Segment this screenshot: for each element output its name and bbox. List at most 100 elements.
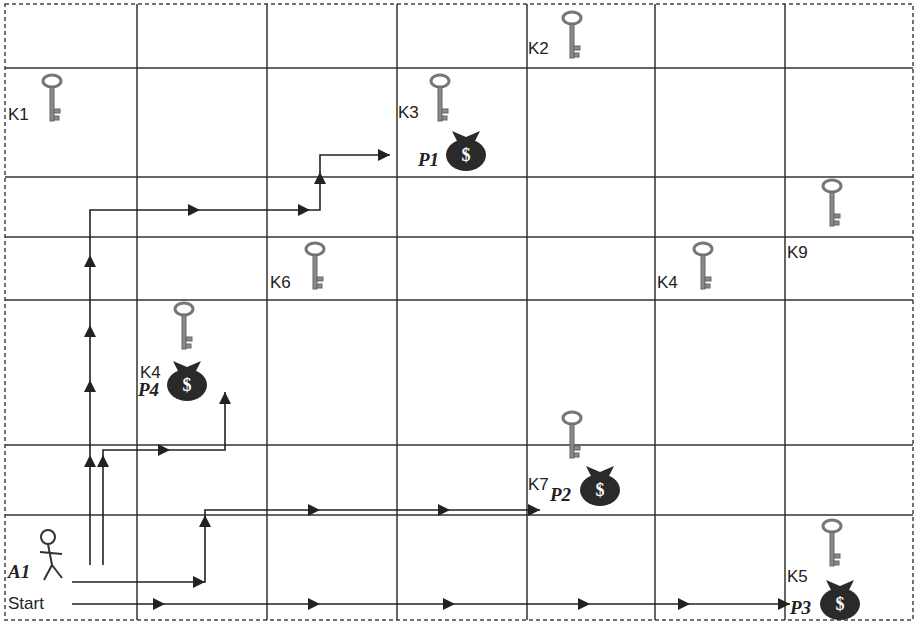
key-icon — [175, 303, 193, 349]
key-tooth — [705, 277, 711, 281]
person-head — [41, 530, 55, 544]
arrowhead — [308, 504, 320, 516]
key-icon — [823, 520, 841, 566]
bag-body — [167, 369, 207, 401]
key-shaft — [50, 87, 54, 121]
arrowhead — [158, 444, 170, 456]
key-tooth — [834, 554, 840, 558]
bag-body — [820, 588, 860, 620]
key-label: K5 — [787, 568, 808, 585]
key-shaft — [570, 24, 574, 58]
key-tooth — [574, 453, 579, 457]
key-handle — [823, 520, 841, 532]
key-icon — [431, 75, 449, 121]
key-label: K2 — [528, 40, 549, 57]
bag-top — [173, 361, 201, 371]
key-icon — [694, 243, 712, 289]
grid-line — [136, 4, 138, 620]
key-handle — [563, 412, 581, 424]
key-label: K7 — [528, 476, 549, 493]
key-handle — [563, 12, 581, 24]
arrowhead — [308, 598, 320, 610]
arrowhead — [84, 380, 96, 392]
money-bag — [580, 466, 620, 506]
dollar-sign: $ — [836, 595, 845, 613]
key-icon — [563, 412, 581, 458]
arrowhead — [84, 455, 96, 467]
key-label: K9 — [787, 244, 808, 261]
arrowhead — [298, 204, 310, 216]
key-shaft — [701, 255, 705, 289]
key-tooth — [574, 53, 579, 57]
arrowhead — [314, 172, 326, 184]
key-tooth — [834, 561, 839, 565]
agent-or-prize-label: P4 — [138, 380, 159, 399]
key-tooth — [317, 277, 323, 281]
grid-line — [396, 4, 398, 620]
arrowhead — [188, 204, 200, 216]
route-line — [90, 155, 390, 565]
agent-or-prize-label: P3 — [790, 598, 811, 617]
money-bag — [167, 361, 207, 401]
key-tooth — [186, 337, 192, 341]
key-icon — [563, 12, 581, 58]
arrowhead — [578, 598, 590, 610]
key-label: K1 — [8, 106, 29, 123]
grid-line — [5, 299, 913, 301]
key-tooth — [834, 221, 839, 225]
key-tooth — [442, 116, 447, 120]
key-handle — [431, 75, 449, 87]
arrowhead — [678, 598, 690, 610]
key-shaft — [313, 255, 317, 289]
key-handle — [823, 180, 841, 192]
grid-line — [5, 67, 913, 69]
bag-top — [586, 466, 614, 476]
arrowhead — [378, 149, 390, 161]
key-shaft — [830, 192, 834, 226]
key-tooth — [317, 284, 322, 288]
route-line — [72, 510, 540, 582]
money-bag — [446, 131, 486, 171]
key-handle — [694, 243, 712, 255]
key-tooth — [54, 109, 60, 113]
key-tooth — [574, 46, 580, 50]
arrowhead — [528, 504, 540, 516]
agent-or-prize-label: P2 — [550, 485, 571, 504]
person-body — [40, 544, 62, 580]
key-tooth — [54, 116, 59, 120]
agent-or-prize-label: P1 — [418, 150, 439, 169]
arrowhead — [193, 576, 205, 588]
grid-line — [784, 4, 786, 620]
arrowhead — [199, 515, 211, 527]
grid-line — [654, 4, 656, 620]
grid-line — [5, 514, 913, 516]
key-shaft — [438, 87, 442, 121]
key-handle — [43, 75, 61, 87]
key-handle — [175, 303, 193, 315]
bag-top — [826, 580, 854, 590]
key-shaft — [182, 315, 186, 349]
grid-line — [526, 4, 528, 620]
key-label: K4 — [140, 364, 161, 381]
arrowhead — [778, 598, 790, 610]
grid-line — [5, 236, 913, 238]
key-tooth — [442, 109, 448, 113]
arrowhead — [153, 598, 165, 610]
bag-body — [446, 139, 486, 171]
grid-line — [5, 176, 913, 178]
dollar-sign: $ — [183, 376, 192, 394]
key-shaft — [570, 424, 574, 458]
key-handle — [306, 243, 324, 255]
grid-line — [266, 4, 268, 620]
key-label: K4 — [657, 274, 678, 291]
key-label: Start — [8, 595, 44, 612]
key-icon — [43, 75, 61, 121]
arrowhead — [97, 455, 109, 467]
arrowhead — [84, 325, 96, 337]
key-shaft — [830, 532, 834, 566]
key-label: K6 — [270, 274, 291, 291]
key-icon — [823, 180, 841, 226]
dollar-sign: $ — [462, 146, 471, 164]
